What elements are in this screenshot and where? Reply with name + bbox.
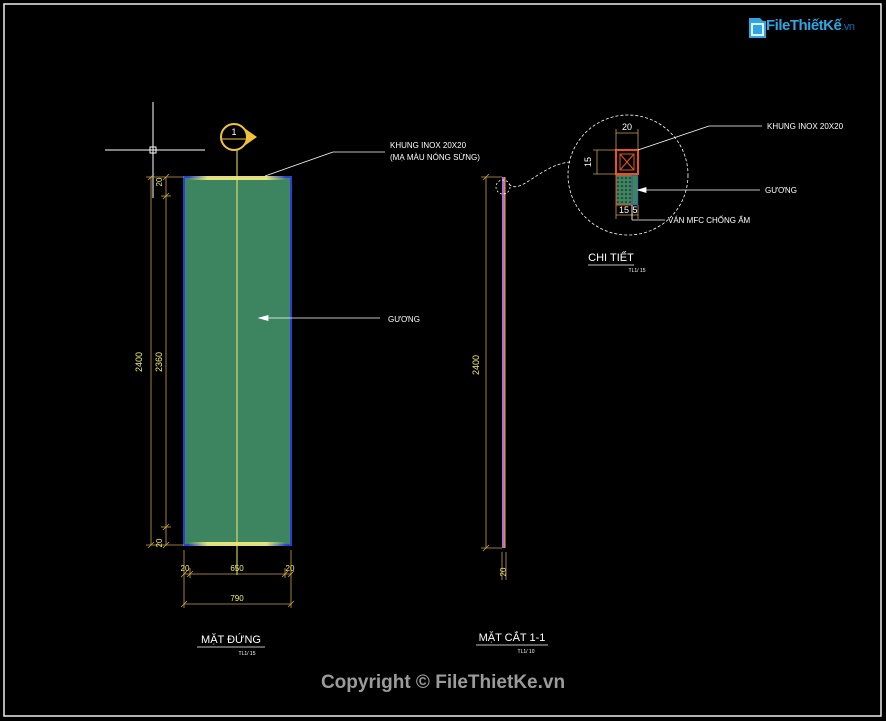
section-scale: TL1/ 10 — [518, 649, 535, 655]
crosshair-cursor-icon — [105, 102, 205, 198]
detail-dim-bottom-right: 5 — [632, 205, 637, 215]
brand-name: FileThiếtKế — [766, 17, 842, 34]
elevation-title: MẶT ĐỨNG — [201, 633, 261, 646]
detail-circle — [567, 114, 689, 236]
detail-title: CHI TIẾT — [588, 251, 634, 264]
detail-leaders — [631, 125, 762, 221]
dim-total-width: 790 — [230, 594, 244, 603]
section-view: 2400 20 MẶT CẮT 1-1 TL1/ 10 — [471, 161, 571, 655]
elevation-scale: TL1/ 15 — [239, 651, 256, 657]
detail-label-frame: KHUNG INOX 20X20 — [767, 122, 844, 131]
brand-suffix: .vn — [841, 21, 855, 33]
elevation-leaders — [257, 151, 385, 322]
dim-top: 20 — [155, 177, 164, 186]
section-dim-height: 2400 — [471, 355, 481, 375]
section-dimensions — [481, 173, 507, 580]
detail-callout-bubble — [495, 179, 511, 195]
copyright-watermark: Copyright © FileThietKe.vn — [320, 672, 566, 693]
label-frame-line1: KHUNG INOX 20X20 — [390, 141, 467, 150]
dim-inner-height: 2360 — [154, 352, 164, 372]
horizontal-dimensions — [180, 550, 295, 608]
detail-callout-curve — [508, 161, 571, 188]
dim-right: 20 — [286, 564, 295, 573]
section-marker-number: 1 — [231, 127, 236, 137]
section-marker: 1 — [220, 123, 257, 151]
elevation-view: 1 2400 2360 20 20 — [105, 102, 480, 657]
dim-total-height: 2400 — [134, 352, 144, 372]
section-title: MẶT CẮT 1-1 — [479, 631, 546, 644]
detail-dim-bottom-left: 15 — [619, 205, 629, 215]
detail-view: 20 15 15 5 KHUNG INOX 20X20 GƯƠNG VÁN MF… — [567, 114, 844, 274]
dim-left: 20 — [181, 564, 190, 573]
brand-logo[interactable]: FileThiếtKế.vn — [766, 17, 855, 34]
detail-inox-profile — [615, 149, 639, 175]
sheet-border — [3, 3, 882, 717]
detail-mfc-board — [615, 174, 633, 206]
label-frame-line2: (MẠ MÀU NÓNG SỪNG) — [390, 153, 480, 162]
vertical-dimensions — [146, 173, 184, 549]
file-folder-icon — [749, 18, 766, 38]
section-profile — [502, 177, 505, 548]
detail-label-board: VÁN MFC CHỐNG ẨM — [668, 215, 751, 225]
label-mirror: GƯƠNG — [388, 315, 420, 324]
detail-dim-side: 15 — [583, 157, 593, 167]
section-dim-width: 20 — [499, 567, 508, 576]
dim-middle: 650 — [230, 564, 244, 573]
detail-label-mirror: GƯƠNG — [765, 186, 797, 195]
detail-scale: TL1/ 15 — [629, 268, 646, 274]
detail-dim-top: 20 — [622, 122, 632, 132]
dim-bottom: 20 — [155, 538, 164, 547]
